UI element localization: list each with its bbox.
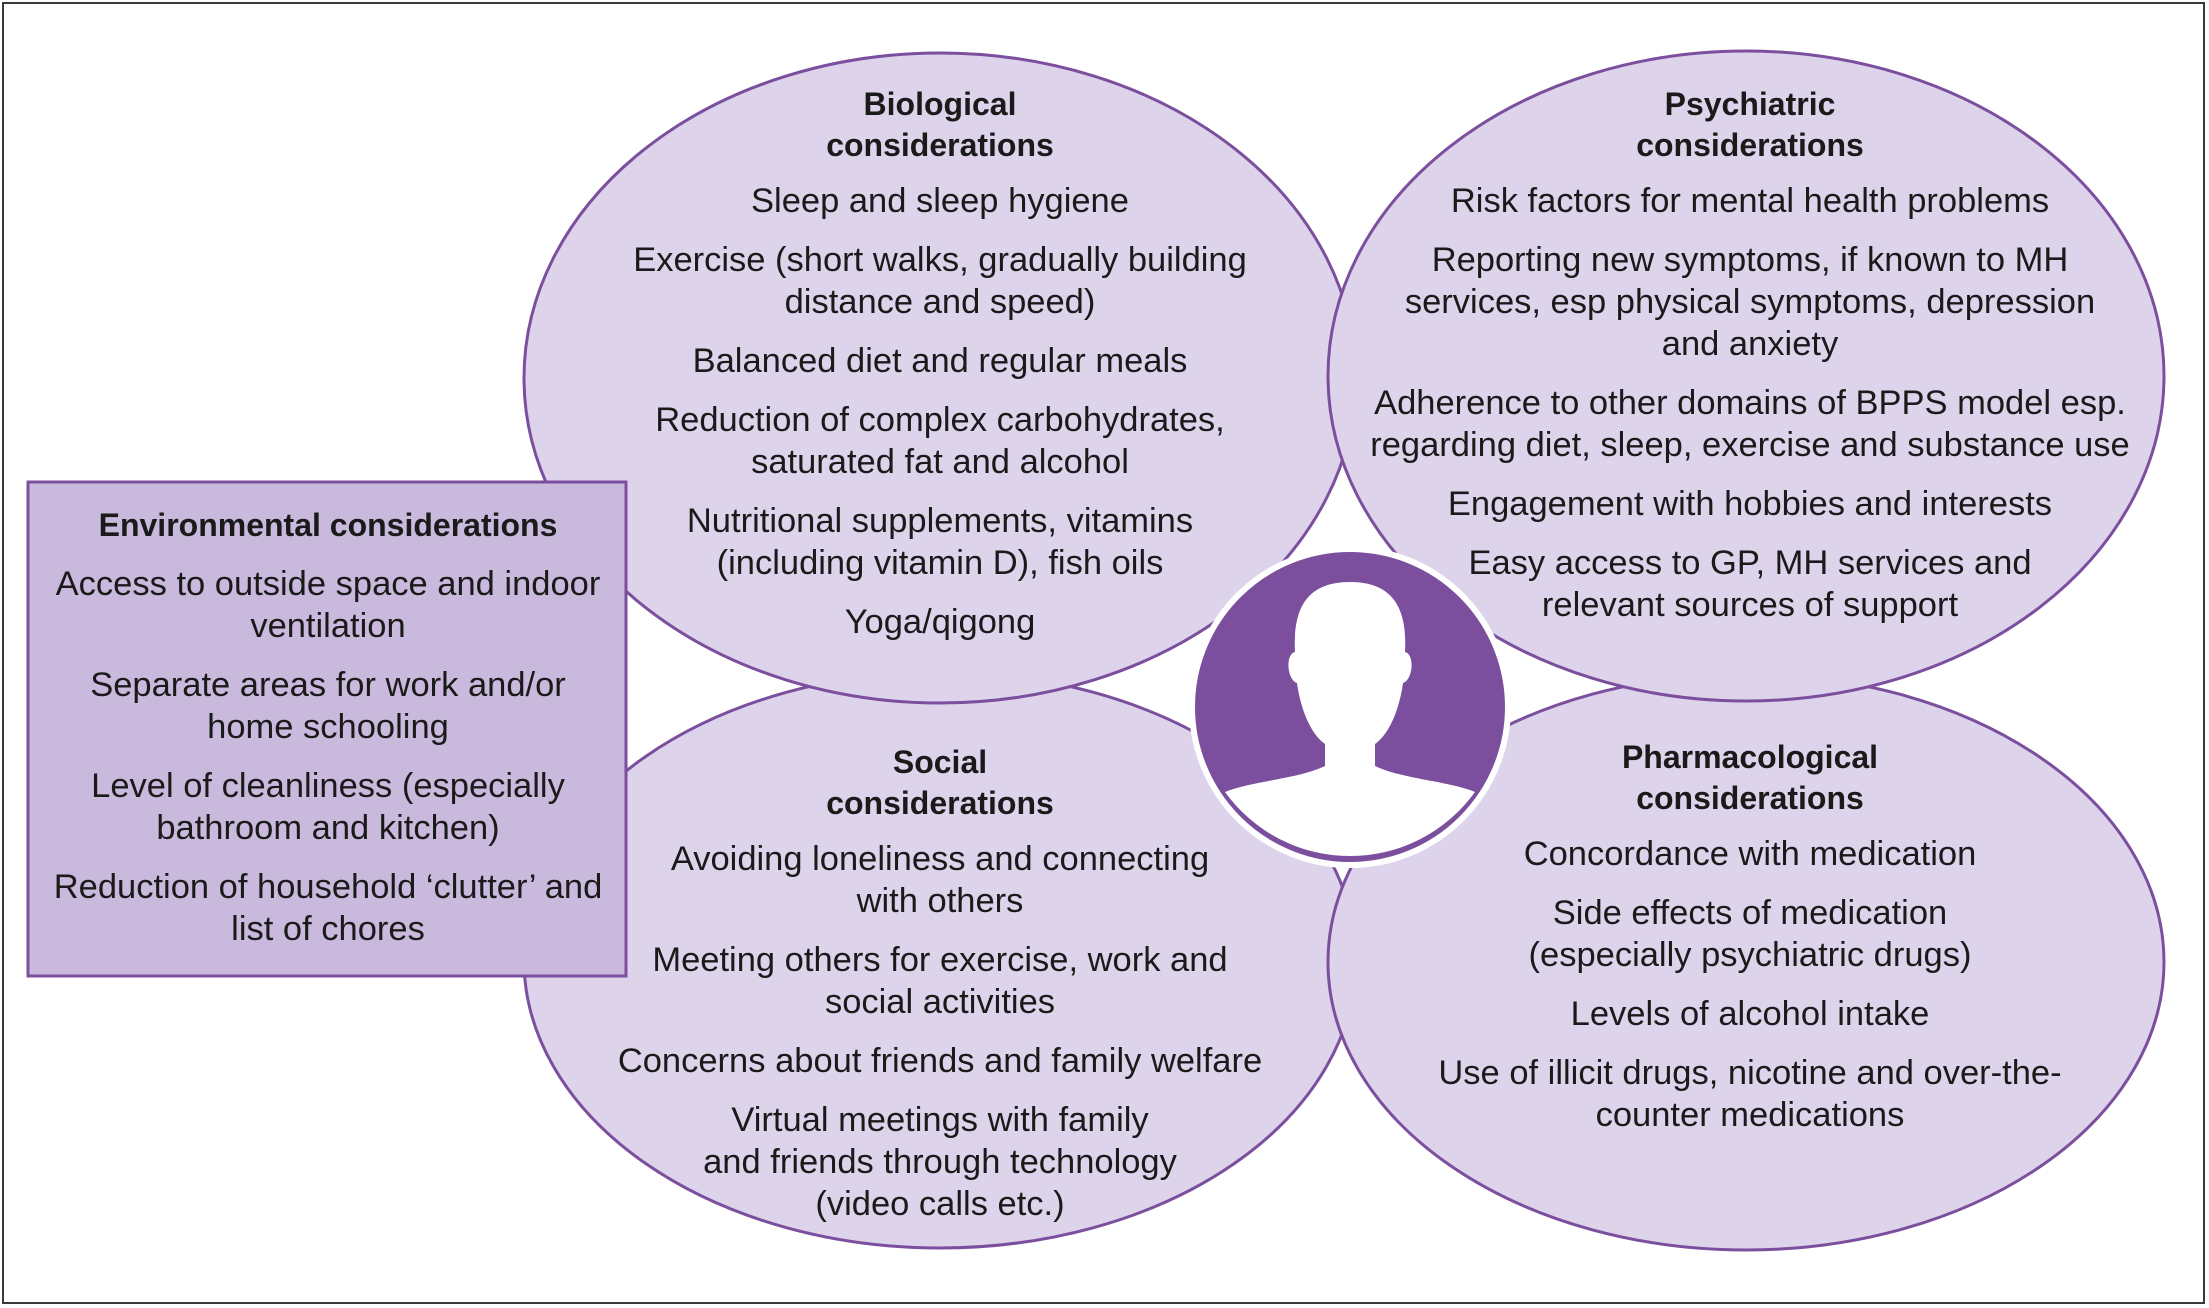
pharmacological-item: Side effects of medication (especially p… [1528,894,1972,974]
person-silhouette [1225,582,1475,857]
psychiatric-item: Easy access to GP, MH services and relev… [1468,544,2032,624]
biological-item: Exercise (short walks, gradually buildin… [633,241,1247,321]
psychiatric-item: Adherence to other domains of BPPS model… [1370,384,2130,464]
psychiatric-item: Engagement with hobbies and interests [1447,485,2053,523]
biological-heading: Biological considerations [826,86,1054,163]
psychiatric-section: Psychiatric considerations Risk factors … [1320,84,2180,643]
pharmacological-heading: Pharmacological considerations [1621,739,1879,816]
biological-item: Sleep and sleep hygiene [751,182,1129,220]
environmental-item: Access to outside space and indoor venti… [55,565,601,645]
social-item: Avoiding loneliness and connecting with … [670,840,1210,920]
biological-item: Reduction of complex carbohydrates, satu… [655,401,1225,481]
social-item: Meeting others for exercise, work and so… [652,941,1228,1021]
biological-item: Yoga/qigong [844,603,1036,641]
environmental-section: Environmental considerations Access to o… [38,505,618,967]
social-item: Virtual meetings with family and friends… [703,1101,1177,1223]
environmental-heading: Environmental considerations [98,507,558,543]
psychiatric-item: Reporting new symptoms, if known to MH s… [1404,241,2096,363]
environmental-box [26,480,628,978]
social-heading: Social considerations [826,744,1054,821]
pharmacological-section: Pharmacological considerations Concordan… [1320,737,2180,1153]
environmental-item: Level of cleanliness (especially bathroo… [91,767,565,847]
biological-section: Biological considerations Sleep and slee… [560,84,1320,660]
psychiatric-heading: Psychiatric considerations [1636,86,1864,163]
environmental-item: Reduction of household ‘clutter’ and lis… [53,868,603,948]
environmental-item: Separate areas for work and/or home scho… [90,666,566,746]
psychiatric-item: Risk factors for mental health problems [1450,182,2050,220]
psychiatric-ellipse [1326,49,2166,703]
pharmacological-item: Use of illicit drugs, nicotine and over-… [1438,1054,2062,1134]
pharmacological-item: Levels of alcohol intake [1570,995,1930,1033]
person-silhouette-icon [1189,546,1511,868]
social-section: Social considerations Avoiding lonelines… [560,742,1320,1242]
social-item: Concerns about friends and family welfar… [617,1042,1263,1080]
pharmacological-item: Concordance with medication [1523,835,1977,873]
biological-item: Balanced diet and regular meals [692,342,1188,380]
biological-item: Nutritional supplements, vitamins (inclu… [686,502,1194,582]
